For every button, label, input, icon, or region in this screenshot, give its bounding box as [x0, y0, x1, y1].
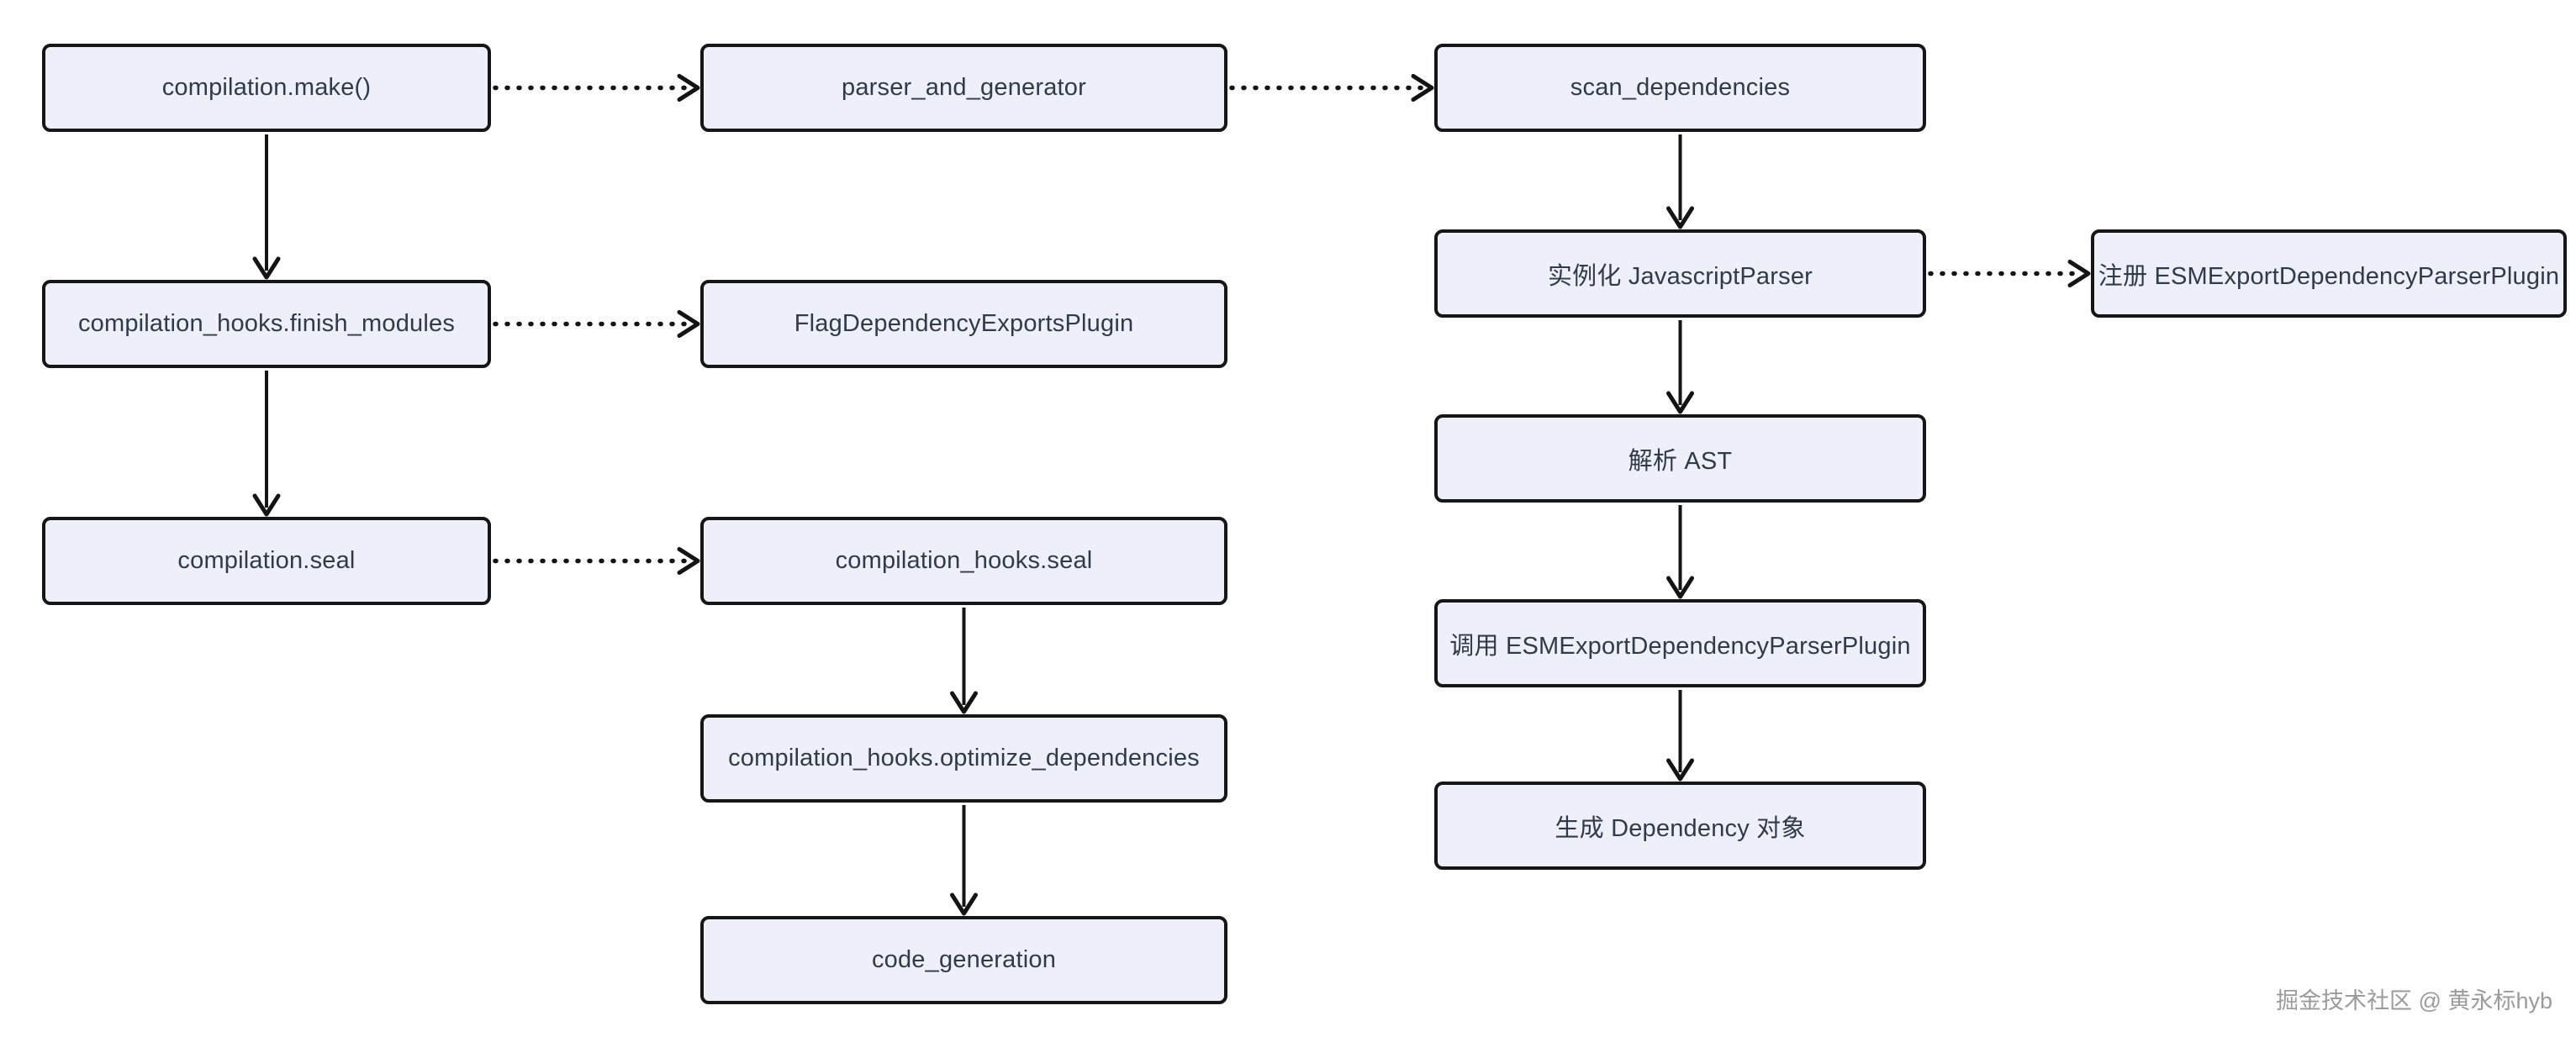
node-instantiate-parser: 实例化 JavascriptParser [1434, 229, 1926, 318]
node-parser-and-generator: parser_and_generator [700, 44, 1227, 132]
node-parse-ast: 解析 AST [1434, 414, 1926, 503]
edge-finish-modules-to-flag-exports-plugin [493, 310, 700, 338]
edge-parser-and-generator-to-scan-dependencies [1229, 74, 1434, 102]
node-scan-dependencies: scan_dependencies [1434, 44, 1926, 132]
edge-compilation-make-to-parser-and-generator [493, 74, 700, 102]
node-call-plugin: 调用 ESMExportDependencyParserPlugin [1434, 599, 1926, 687]
edge-call-plugin-to-create-dependency [1666, 690, 1694, 782]
edge-hooks-seal-to-optimize-dependencies [950, 608, 978, 714]
edge-optimize-dependencies-to-code-generation [950, 805, 978, 916]
edge-compilation-make-to-finish-modules [252, 134, 281, 280]
edge-compilation-seal-to-hooks-seal [493, 547, 700, 575]
node-finish-modules: compilation_hooks.finish_modules [42, 280, 491, 368]
edge-parse-ast-to-call-plugin [1666, 505, 1694, 599]
node-compilation-make: compilation.make() [42, 44, 491, 132]
edge-instantiate-parser-to-register-plugin [1928, 260, 2091, 287]
edge-scan-dependencies-to-instantiate-parser [1666, 134, 1694, 229]
node-register-plugin: 注册 ESMExportDependencyParserPlugin [2091, 229, 2567, 318]
node-optimize-dependencies: compilation_hooks.optimize_dependencies [700, 714, 1227, 803]
edge-instantiate-parser-to-parse-ast [1666, 320, 1694, 414]
node-code-generation: code_generation [700, 916, 1227, 1004]
node-flag-exports-plugin: FlagDependencyExportsPlugin [700, 280, 1227, 368]
watermark: 掘金技术社区 @ 黄永标hyb [2276, 988, 2552, 1013]
node-compilation-seal: compilation.seal [42, 517, 491, 605]
edge-finish-modules-to-compilation-seal [252, 371, 281, 517]
node-create-dependency: 生成 Dependency 对象 [1434, 782, 1926, 870]
node-hooks-seal: compilation_hooks.seal [700, 517, 1227, 605]
